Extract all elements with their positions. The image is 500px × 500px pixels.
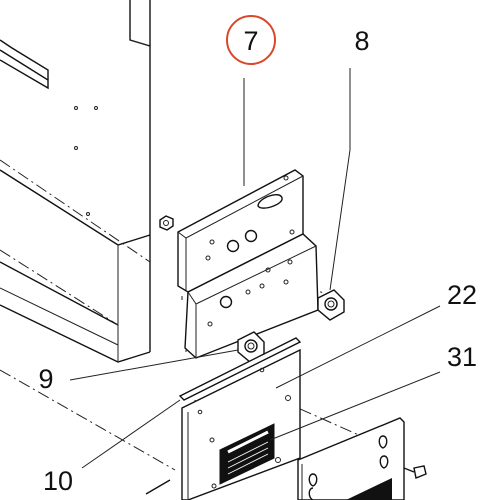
callout-31-label[interactable]: 31 xyxy=(447,342,477,372)
leader-lines xyxy=(69,68,441,469)
part-8-grommet xyxy=(317,289,345,321)
highlight-circle xyxy=(226,15,276,65)
cabinet-body xyxy=(0,0,151,363)
part-7-bracket xyxy=(177,169,319,359)
callout-7-label: 7 xyxy=(243,26,258,56)
callout-22-label[interactable]: 22 xyxy=(447,280,477,310)
part-31-warning-label xyxy=(219,423,275,485)
part-10-front-panel xyxy=(181,348,301,500)
part-9-grommet xyxy=(237,331,265,363)
part-22-gasket-strip xyxy=(178,337,302,401)
screw xyxy=(403,465,427,479)
callout-7[interactable]: 7 xyxy=(226,15,276,65)
callout-9-label[interactable]: 9 xyxy=(38,364,53,394)
callout-8-label[interactable]: 8 xyxy=(354,26,369,56)
hex-nut xyxy=(159,215,174,231)
rear-panel xyxy=(297,417,405,500)
small-screw xyxy=(145,479,171,495)
callout-10-label[interactable]: 10 xyxy=(43,466,73,496)
